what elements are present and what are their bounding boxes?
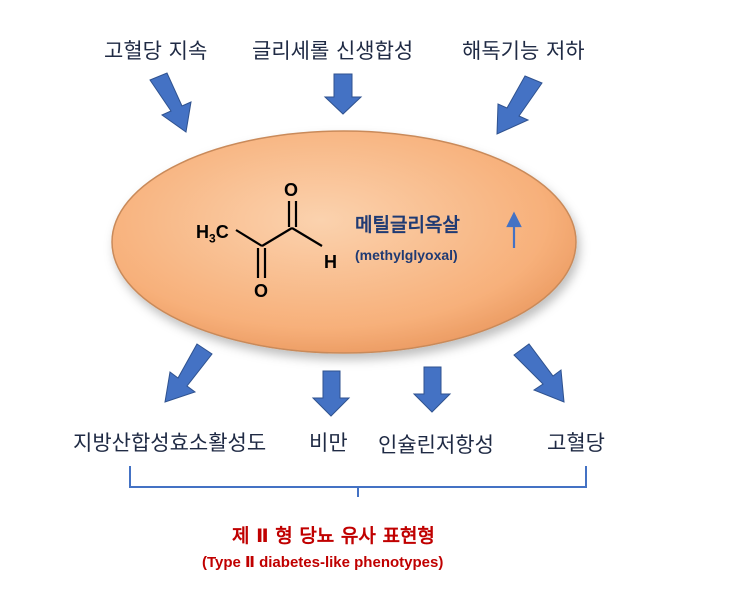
effect-label-obesity: 비만 [309,431,348,455]
cause-label-detox-decline: 해독기능 저하 [462,39,585,63]
result-title-kr: 제 Ⅱ 형 당뇨 유사 표현형 [232,525,435,547]
arrow-effect-1 [164,343,213,403]
cause-label-hyperglycemia: 고혈당 지속 [104,39,208,63]
atom-oxygen-top: O [284,180,299,200]
cause-label-glycerol-synthesis: 글리세롤 신생합성 [252,39,414,63]
atom-ch3: H3C [196,222,229,246]
arrow-effect-2 [311,370,351,417]
atom-hydrogen: H [324,252,337,272]
molecule-bonds [235,201,323,278]
arrow-cause-1 [149,72,192,133]
effect-label-fas-activity: 지방산합성효소활성도 [73,431,267,455]
arrow-effect-4 [513,343,565,403]
atom-oxygen-bottom: O [254,281,269,301]
result-title-en: (Type Ⅱ diabetes-like phenotypes) [202,554,444,571]
arrow-cause-3 [496,75,543,135]
increase-arrow [506,211,522,248]
methylglyoxal-ellipse [111,130,577,354]
effect-label-hyperglycemia: 고혈당 [547,431,605,455]
effect-label-insulin-resistance: 인슐린저항성 [378,433,494,457]
arrow-cause-2 [323,73,363,115]
effects-bracket [129,466,587,497]
compound-name-kr: 메틸글리옥살 [355,214,460,236]
arrow-effect-3 [412,366,452,413]
compound-name-en: (methylglyoxal) [355,247,458,263]
